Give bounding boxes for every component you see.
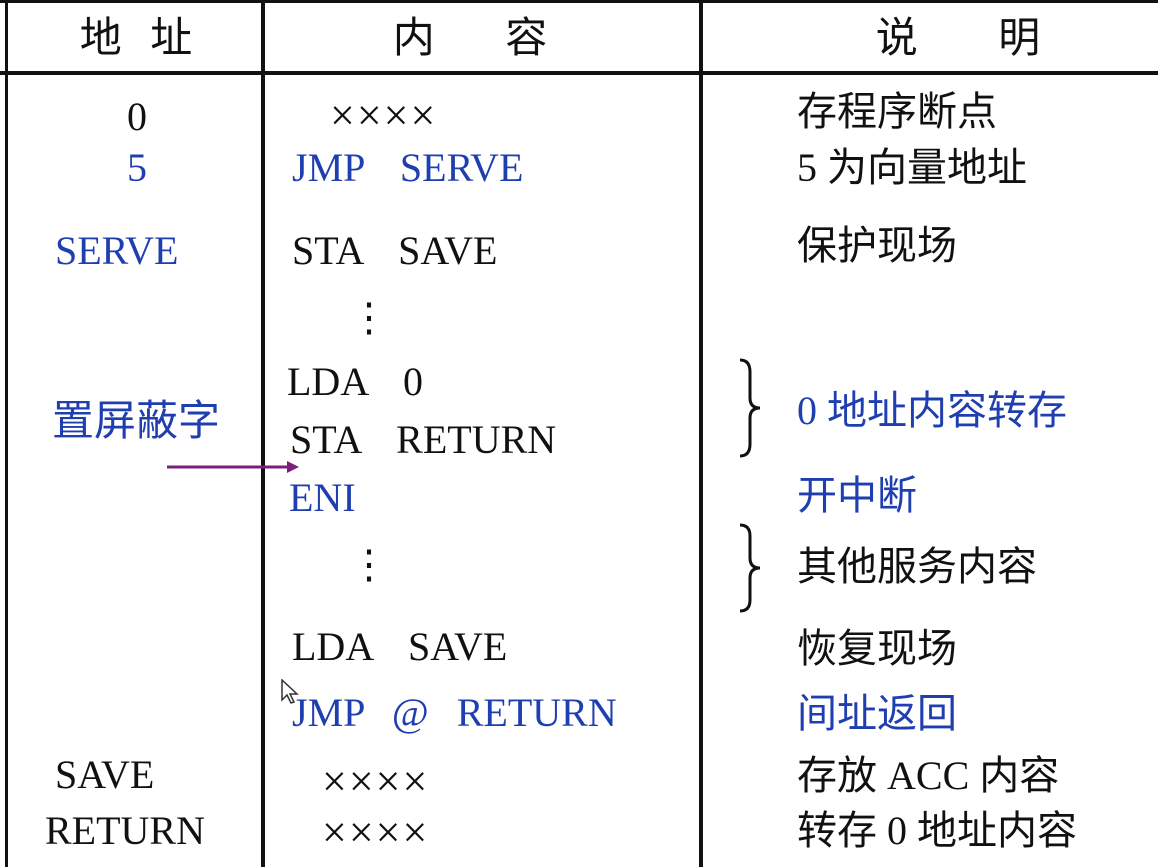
content-lda-0: LDA 0 xyxy=(287,359,423,404)
top-rule xyxy=(0,0,1158,3)
note-transfer-address-0: 0 地址内容转存 xyxy=(797,388,1067,433)
content-eni: ENI xyxy=(289,475,356,520)
note-enable-interrupt: 开中断 xyxy=(797,473,917,518)
content-placeholder-1: ×××× xyxy=(330,91,438,140)
content-ellipsis-2: ⋮ xyxy=(349,542,389,587)
note-store-acc: 存放 ACC 内容 xyxy=(797,753,1060,798)
note-indirect-return: 间址返回 xyxy=(797,691,957,736)
note-other-service: 其他服务内容 xyxy=(797,544,1037,589)
right-curly-brace-icon xyxy=(739,358,761,458)
note-restore-context: 恢复现场 xyxy=(797,626,957,671)
content-jmp-indirect-return: JMP @ RETURN xyxy=(292,690,617,735)
note-store-breakpoint: 存程序断点 xyxy=(797,89,997,134)
content-sta-save: STA SAVE xyxy=(292,228,498,273)
content-placeholder-3: ×××× xyxy=(322,808,430,857)
address-save: SAVE xyxy=(55,752,155,797)
mouse-pointer-icon xyxy=(281,679,299,704)
content-jmp-serve: JMP SERVE xyxy=(292,145,524,190)
left-border xyxy=(5,0,8,867)
header-content: 内 容 xyxy=(392,16,548,62)
header-rule xyxy=(0,71,1158,75)
note-vector-address: 5 为向量地址 xyxy=(797,145,1027,190)
content-sta-return: STA RETURN xyxy=(290,417,557,462)
address-set-mask: 置屏蔽字 xyxy=(52,399,221,445)
right-curly-brace-icon xyxy=(739,523,761,613)
content-placeholder-2: ×××× xyxy=(322,757,430,806)
header-address: 地 址 xyxy=(79,16,193,62)
address-5: 5 xyxy=(127,145,147,190)
header-note: 说 明 xyxy=(875,16,1041,62)
address-return: RETURN xyxy=(45,808,205,853)
content-lda-save: LDA SAVE xyxy=(292,624,508,669)
note-store-address-0: 转存 0 地址内容 xyxy=(797,808,1077,853)
address-0: 0 xyxy=(127,94,147,139)
right-arrow-icon xyxy=(167,461,299,473)
content-ellipsis-1: ⋮ xyxy=(349,295,389,340)
column-divider-1 xyxy=(261,0,265,867)
address-serve: SERVE xyxy=(55,228,179,273)
note-save-context: 保护现场 xyxy=(797,223,957,268)
column-divider-2 xyxy=(699,0,703,867)
